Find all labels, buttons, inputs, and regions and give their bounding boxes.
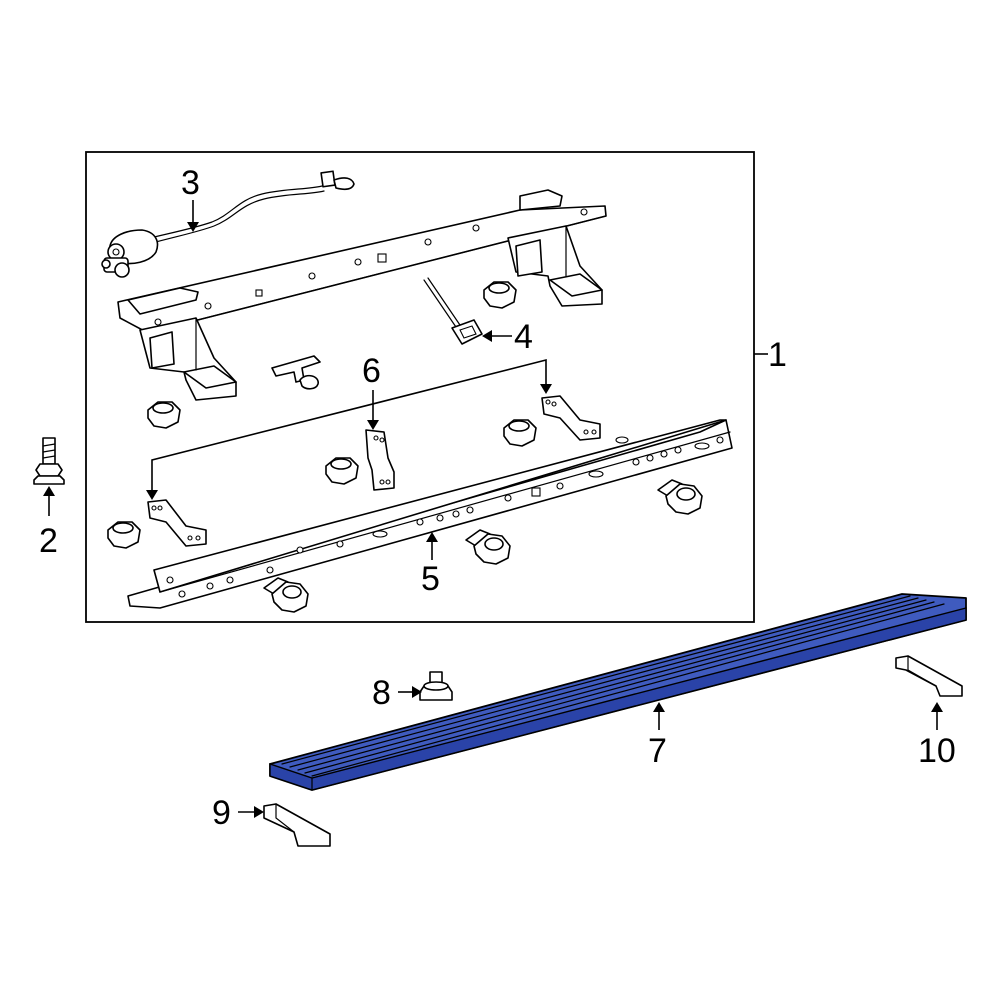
- retaining-clip[interactable]: [419, 671, 453, 701]
- nut-upper-left[interactable]: [147, 401, 181, 429]
- callout-2-arrow: [43, 486, 55, 496]
- callout-9-arrow: [254, 806, 264, 818]
- bracket-center[interactable]: [365, 429, 395, 491]
- nut-upper-right[interactable]: [483, 281, 517, 309]
- nut-middle-right[interactable]: [503, 419, 537, 447]
- motor-harness[interactable]: [101, 170, 355, 278]
- callout-8[interactable]: 8: [372, 674, 391, 712]
- callout-3-arrow: [187, 222, 199, 232]
- bolt-middle[interactable]: [465, 529, 511, 565]
- support-rail[interactable]: [127, 419, 733, 609]
- callout-2[interactable]: 2: [39, 522, 58, 560]
- bolt-right[interactable]: [657, 479, 703, 515]
- end-cap-left[interactable]: [263, 803, 331, 847]
- t-clip[interactable]: [271, 355, 321, 390]
- callout-8-arrow: [412, 686, 422, 698]
- nut-lower-left[interactable]: [107, 521, 141, 549]
- mounting-bracket-rail[interactable]: [117, 189, 607, 401]
- nut-middle-left[interactable]: [325, 457, 359, 485]
- callout-6-arrow-left: [146, 490, 158, 500]
- bolt-lower[interactable]: [263, 577, 309, 613]
- callout-7-arrow: [653, 702, 665, 712]
- bracket-left[interactable]: [147, 499, 207, 547]
- bracket-right[interactable]: [541, 395, 601, 441]
- callout-10-arrow: [931, 702, 943, 712]
- callout-4[interactable]: 4: [514, 318, 533, 356]
- callout-6-arrow-right: [540, 384, 552, 394]
- callout-5-arrow: [426, 532, 438, 542]
- end-cap-right[interactable]: [895, 655, 963, 697]
- flange-bolt[interactable]: [33, 437, 65, 485]
- callout-7[interactable]: 7: [648, 732, 667, 770]
- callout-6-leader-bar: [151, 358, 547, 492]
- callout-3[interactable]: 3: [181, 164, 200, 202]
- running-board[interactable]: [269, 593, 967, 791]
- callout-6[interactable]: 6: [362, 352, 381, 390]
- callout-10[interactable]: 10: [918, 732, 956, 770]
- callout-9[interactable]: 9: [212, 794, 231, 832]
- callout-5[interactable]: 5: [421, 560, 440, 598]
- callout-6-arrow-center: [367, 420, 379, 430]
- lock-pin[interactable]: [423, 277, 483, 345]
- callout-4-arrow: [482, 330, 492, 342]
- callout-1[interactable]: 1: [768, 336, 787, 374]
- assembly-frame: [85, 151, 755, 623]
